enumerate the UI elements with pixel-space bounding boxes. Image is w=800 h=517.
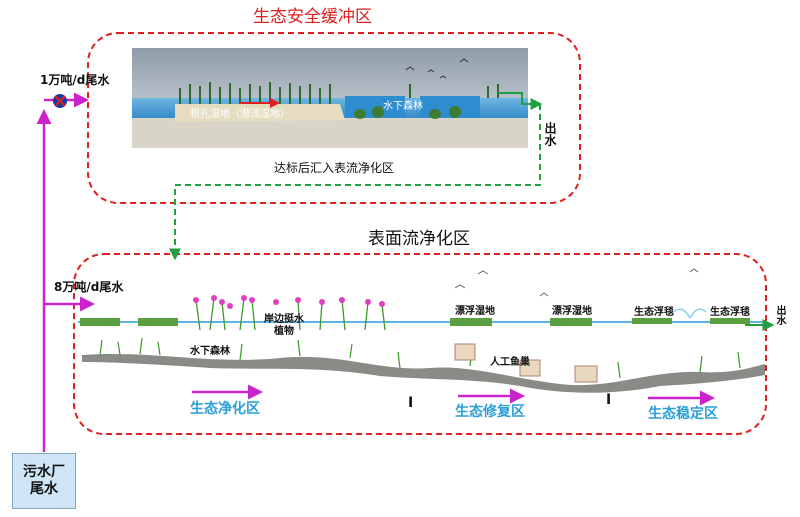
zone-label-stabilization: 生态稳定区 xyxy=(648,406,718,422)
floating-wetland-label-1: 漂浮湿地 xyxy=(455,306,495,317)
surface-zone-boundary xyxy=(73,253,767,435)
magenta-inflow xyxy=(36,92,95,452)
eco-blanket-label-2: 生态浮毯 xyxy=(710,307,750,318)
eco-blanket-label-1: 生态浮毯 xyxy=(634,307,674,318)
buffer-submerged-forest-label: 水下森林 xyxy=(383,101,423,112)
zone-divider-2: I xyxy=(606,392,612,408)
buffer-note: 达标后汇入表流净化区 xyxy=(274,161,395,175)
shore-plants-label: 岸边挺水植物 xyxy=(264,314,304,337)
surface-outlet-label: 出水 xyxy=(774,305,785,325)
floating-wetland-label-2: 漂浮湿地 xyxy=(552,306,592,317)
green-outflow-path xyxy=(169,92,543,261)
buffer-flow-label: 1万吨/d尾水 xyxy=(40,73,110,87)
source-label: 污水厂尾水 xyxy=(23,463,65,498)
buffer-zone-boundary xyxy=(87,32,581,204)
surface-submerged-forest-label: 水下森林 xyxy=(190,346,230,357)
zone-label-purification: 生态净化区 xyxy=(190,401,260,417)
surface-flow-label: 8万吨/d尾水 xyxy=(54,280,124,294)
buffer-zone-scene xyxy=(132,48,528,148)
buffer-zone-title: 生态安全缓冲区 xyxy=(253,7,372,27)
zone-label-restoration: 生态修复区 xyxy=(455,404,525,420)
fish-nest-label: 人工鱼巢 xyxy=(490,357,530,368)
buffer-outlet-label: 出水 xyxy=(543,122,557,146)
valve-icon xyxy=(53,94,67,108)
wastewater-plant-box: 污水厂尾水 xyxy=(12,453,76,509)
zone-divider-1: I xyxy=(408,395,414,411)
surface-zone-scene xyxy=(78,268,775,406)
root-wetland-label: 根孔湿地（潜流湿地） xyxy=(190,109,290,120)
surface-zone-title: 表面流净化区 xyxy=(368,229,470,249)
